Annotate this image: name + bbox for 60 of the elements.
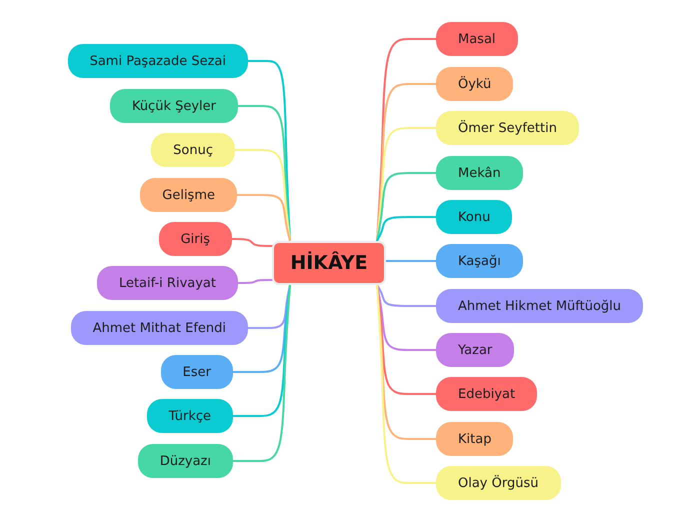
topic-pill	[436, 244, 523, 278]
topic-pill	[68, 44, 248, 78]
branch-line	[376, 127, 437, 242]
branch-line	[237, 105, 291, 242]
branch-line	[376, 172, 437, 242]
topic-pill	[436, 289, 644, 323]
branch-line	[247, 284, 291, 329]
topic-pill	[436, 377, 538, 411]
topic-title: HİKÂYE	[290, 252, 368, 274]
topic-pill	[160, 355, 233, 389]
topic-label: Edebiyat	[458, 386, 516, 402]
topic-label: Gelişme	[162, 188, 215, 202]
topic-pill	[146, 399, 233, 433]
topic-label: Masal	[458, 32, 496, 46]
topic-pill	[70, 311, 248, 345]
topic-pill	[436, 200, 512, 234]
topic-label: Küçük Şeyler	[132, 98, 216, 114]
branch-line	[376, 284, 437, 395]
topic-label: Letaif-i Rivayat	[118, 276, 216, 290]
topic-pill	[140, 178, 237, 212]
branch-line	[236, 194, 291, 242]
topic-pill	[151, 133, 235, 167]
central-topic-box	[272, 241, 386, 285]
branch-line	[376, 284, 437, 307]
topic-label: Kaşağı	[458, 254, 501, 268]
branch-line	[232, 284, 291, 373]
topic-label: Düzyazı	[160, 454, 211, 468]
topic-pill	[436, 22, 518, 56]
topic-label: Olay Örgüsü	[458, 476, 538, 490]
branch-line	[376, 216, 437, 242]
topic-label: Giriş	[180, 232, 210, 246]
topic-label: Ömer Seyfettin	[458, 120, 557, 136]
topic-label: Ahmet Hikmet Müftüoğlu	[458, 298, 622, 314]
topic-pill	[436, 156, 523, 190]
branch-line	[237, 279, 273, 284]
topic-pill	[158, 222, 232, 256]
branch-line	[231, 238, 273, 247]
topic-pill	[138, 444, 233, 478]
topic-pill	[96, 266, 238, 300]
topic-label: Öykü	[458, 76, 492, 92]
branch-line	[232, 284, 291, 462]
topic-label: Ahmet Mithat Efendi	[92, 320, 226, 336]
topic-pill	[436, 422, 514, 456]
topic-pill	[436, 466, 560, 500]
topic-label: Türkçe	[168, 408, 211, 424]
topic-pill	[436, 333, 514, 367]
branch-line	[234, 149, 291, 242]
topic-label: Yazar	[458, 342, 492, 358]
topic-label: Mekân	[458, 166, 501, 180]
branch-line	[376, 284, 437, 484]
topic-label: Sami Paşazade Sezai	[90, 54, 226, 68]
topic-label: Sonuç	[173, 142, 213, 158]
branch-line	[385, 260, 437, 262]
topic-label: Eser	[182, 364, 211, 380]
topic-pill	[436, 67, 514, 101]
topic-pill	[110, 89, 238, 123]
topic-pill	[436, 111, 579, 145]
topic-label: Konu	[458, 210, 490, 224]
topic-label: Kitap	[458, 432, 492, 446]
branch-line	[376, 284, 437, 351]
